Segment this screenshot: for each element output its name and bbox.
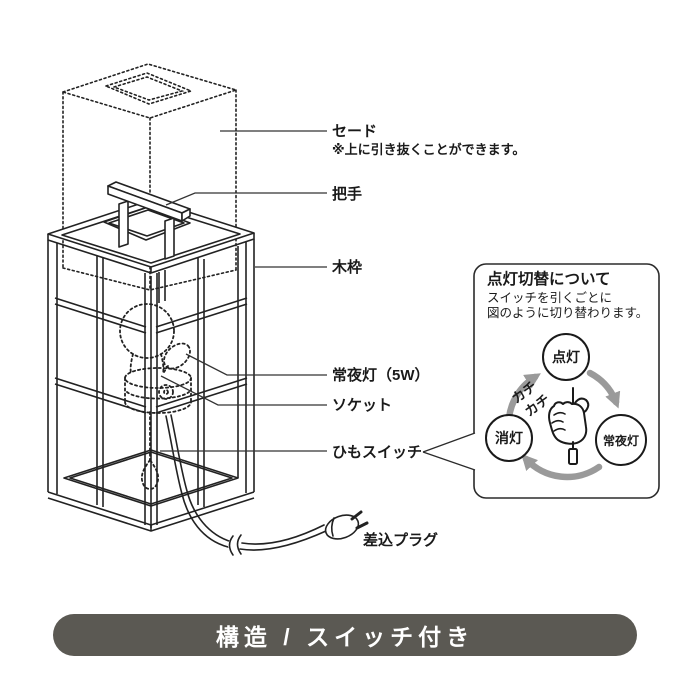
arrow-on-to-night: [586, 369, 621, 409]
callout-desc-line2: 図のように切り替わります。: [487, 306, 648, 320]
switching-callout-box: 点灯切替について スイッチを引くごとに 図のように切り替わります。 カチ カチ: [422, 263, 660, 499]
plug-drawing: [324, 510, 369, 540]
wood-frame-drawing: [47, 199, 255, 532]
night-light-label: 常夜灯（5W）: [332, 366, 430, 384]
socket-leader-line: [160, 375, 327, 406]
cycle-arrows: [505, 369, 621, 481]
handle-leader-line: [165, 192, 327, 206]
callout-title: 点灯切替について: [487, 269, 611, 288]
cycle-state-circles: 点灯 常夜灯 消灯: [485, 333, 647, 466]
cord-tassel-outline: [140, 458, 160, 490]
handle-drawing: [107, 181, 191, 260]
arrow-night-to-off: [521, 453, 603, 481]
leader-lines: [160, 130, 327, 452]
night-light-bulb-outline: [163, 342, 191, 370]
state-circle-nightlight: [595, 414, 647, 466]
state-circle-on: [542, 333, 590, 381]
socket-label: ソケット: [332, 397, 392, 414]
shade-note: ※上に引き抜くことができます。: [332, 142, 525, 157]
power-cord-drawing: [165, 414, 327, 556]
bulb-and-socket-drawing: [119, 303, 192, 490]
hand-pulling-cord-icon: [548, 387, 590, 465]
night-light-leader-line: [185, 353, 327, 376]
frame-label: 木枠: [331, 258, 362, 276]
arrow-off-to-on: [505, 373, 541, 422]
footer-badge: 構造 / スイッチ付き: [53, 614, 637, 656]
footer-badge-label: 構造 / スイッチ付き: [215, 624, 475, 650]
state-circle-off: [485, 414, 533, 462]
plug-label: 差込プラグ: [363, 531, 438, 549]
state-on-label: 点灯: [552, 349, 580, 365]
cord-switch-label: ひもスイッチ: [332, 444, 422, 461]
state-off-label: 消灯: [495, 430, 523, 446]
callout-desc-line1: スイッチを引くごとに: [487, 290, 612, 305]
handle-label: 把手: [332, 185, 362, 203]
callout-tail: [423, 433, 475, 470]
socket-outline: [124, 367, 192, 389]
state-nightlight-label: 常夜灯: [603, 433, 639, 448]
shade-label: セード: [332, 123, 377, 140]
main-bulb-outline: [119, 303, 175, 359]
